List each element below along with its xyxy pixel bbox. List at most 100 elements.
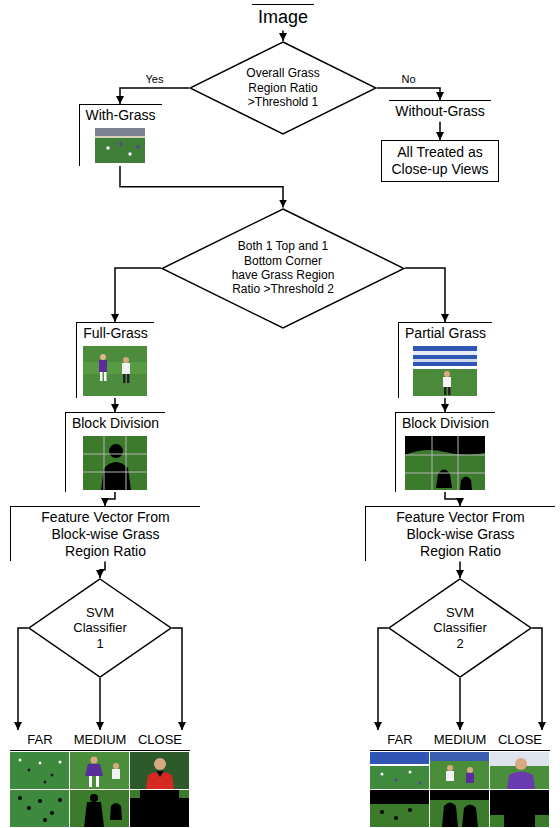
stands [370,752,429,764]
connector-arrow [439,122,441,140]
player-mask [50,811,54,815]
branch-box: Partial Grass [398,322,492,398]
player-body [466,773,474,783]
photo-partial-grass [413,346,477,396]
player [381,773,384,776]
node-text: Overall Grass Region Ratio >Threshold 1 [243,66,323,109]
node-text: Full-Grass [83,325,148,342]
player-leg [444,387,447,395]
node-text: FAR [27,732,52,748]
player [409,771,412,774]
stands [430,752,489,761]
player-body [446,771,454,781]
far-mask [370,790,429,827]
process-box: Feature Vector From Block-wise Grass Reg… [365,506,555,561]
block-grid [432,436,433,490]
player-head [467,767,473,773]
player-body [85,764,103,776]
decision-diamond: SVM Classifier 2 [388,578,532,678]
player-head [91,757,98,764]
diamond-shape [389,579,531,677]
class-header: MEDIUM [70,730,130,751]
photo-block-division-full [83,436,147,490]
player-body [122,363,130,374]
referee-shirt [146,772,174,790]
connector-arrow [120,88,189,104]
connector-arrow [445,492,460,506]
result-box: All Treated as Close-up Views [381,140,499,182]
class-header: CLOSE [490,730,550,751]
connector-arrow [115,268,161,322]
diamond-shape [162,209,404,328]
player-leg [89,776,92,787]
branch-box: Without-Grass [389,100,490,122]
diamond-shape [29,579,171,677]
connector-arrow [459,678,461,730]
block-grid [405,473,485,474]
node-text: FAR [387,732,412,748]
edge-label: Yes [144,73,166,86]
node-text: Feature Vector From Block-wise Grass Reg… [36,509,176,559]
connector-arrow [100,561,105,578]
non-grass-region [430,790,489,800]
connector-arrow [532,628,542,730]
far-photo [370,752,429,789]
connector-arrow [282,31,284,41]
player [136,145,139,148]
stands-stripe [413,359,477,362]
node-text: CLOSE [498,732,542,748]
player-leg [100,372,103,381]
referee-collar [156,771,164,777]
grass-corner [535,815,549,827]
photo-with-grass [95,128,145,163]
node-text: SVM Classifier 2 [430,605,490,652]
player-mask [43,818,47,822]
connector-arrow [99,678,101,730]
player-head [100,354,106,360]
silhouette [84,802,104,827]
player [128,152,131,155]
player-head [113,763,119,769]
connector-arrow [459,561,461,578]
non-grass-region [405,436,485,455]
node-text: CLOSE [138,732,182,748]
far-photo [10,752,69,789]
node-text: With-Grass [86,107,156,124]
class-header: FAR [10,730,70,751]
player [39,762,42,765]
player-head [515,758,527,770]
ad-board [413,366,477,369]
class-header: FAR [370,730,430,751]
medium-photo [70,752,129,789]
connector-arrow [120,166,283,208]
node-text: Partial Grass [405,325,486,342]
ad-board [370,764,429,766]
pitch-stripe [83,362,147,374]
grass-corner [490,815,504,827]
player-mask [27,806,31,810]
node-text: Block Division [402,415,489,432]
node-text: Both 1 Top and 1 Bottom Corner have Gras… [231,239,336,297]
player [28,769,31,772]
connector-arrow [378,628,388,730]
node-text: Image [258,7,308,29]
medium-photo [430,752,489,789]
block-grid [126,436,127,490]
player-head [444,371,450,377]
player [419,782,422,785]
close-mask [130,790,189,827]
node-text: SVM Classifier 1 [70,605,130,652]
player-leg [448,387,451,395]
grass-mask [405,436,485,490]
close-photo [490,752,549,789]
decision-diamond: Overall Grass Region Ratio >Threshold 1 [189,41,377,135]
silhouette [460,477,472,491]
player-mask [408,808,412,812]
player-leg [127,374,130,383]
player [44,781,47,784]
start-box: Image [252,4,314,31]
photo-full-grass [83,346,147,396]
player-mask [380,810,384,814]
medium-mask [70,790,129,827]
